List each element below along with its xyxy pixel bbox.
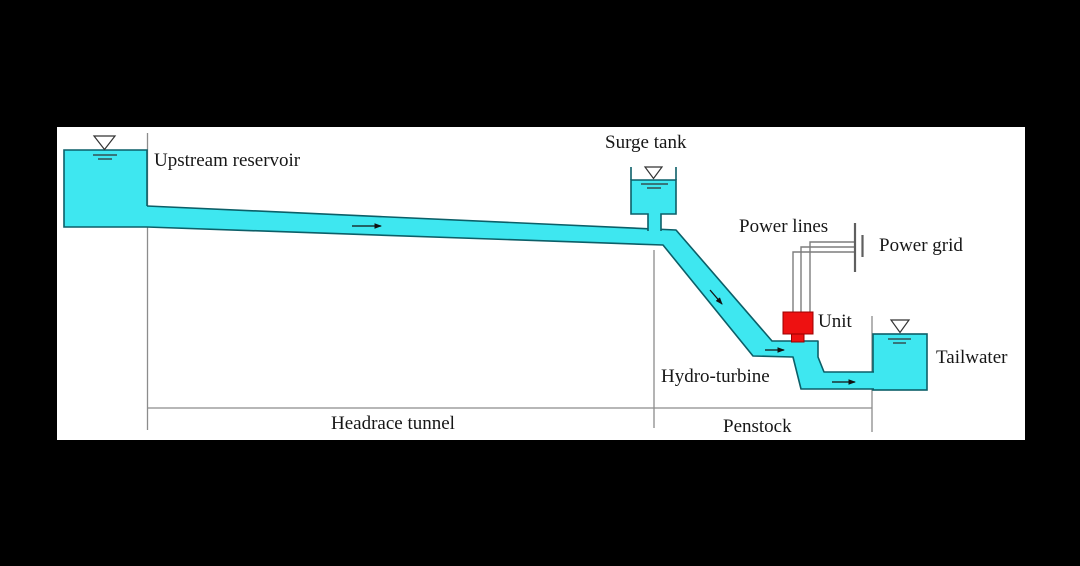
reservoir-water-level-icon [92,135,117,160]
power-line-1 [792,251,855,313]
tailwater-water-level-icon [888,319,911,344]
surge-tank-walls [630,167,677,180]
power-grid-label: Power grid [879,235,963,256]
surge-tank-shape [630,167,677,231]
tailwater-label: Tailwater [936,347,1008,368]
surge-tank-label: Surge tank [605,132,687,153]
unit-shape [782,311,814,343]
hydro-turbine-label: Hydro-turbine [661,366,770,387]
unit-body [782,311,814,335]
headrace-tunnel-label: Headrace tunnel [331,413,455,434]
power-lines-shape [792,241,855,313]
conduit-top-edge [146,205,874,373]
water-conduit-outline [146,205,874,390]
penstock-label: Penstock [723,416,792,437]
water-level-icons [92,135,911,344]
conduit-bottom-edge [146,226,874,390]
power-lines-label: Power lines [739,216,829,237]
flow-arrow-icons [352,223,856,385]
power-grid-icon [853,223,864,272]
upstream-reservoir-label: Upstream reservoir [154,150,301,171]
unit-shaft [791,333,805,343]
power-line-2 [800,246,855,313]
surge-tank-water-level-icon [641,166,668,189]
unit-label: Unit [818,311,852,332]
penstock-flow-arrow-icon [709,289,723,305]
upstream-reservoir-shape [63,149,148,228]
power-line-3 [809,241,855,313]
